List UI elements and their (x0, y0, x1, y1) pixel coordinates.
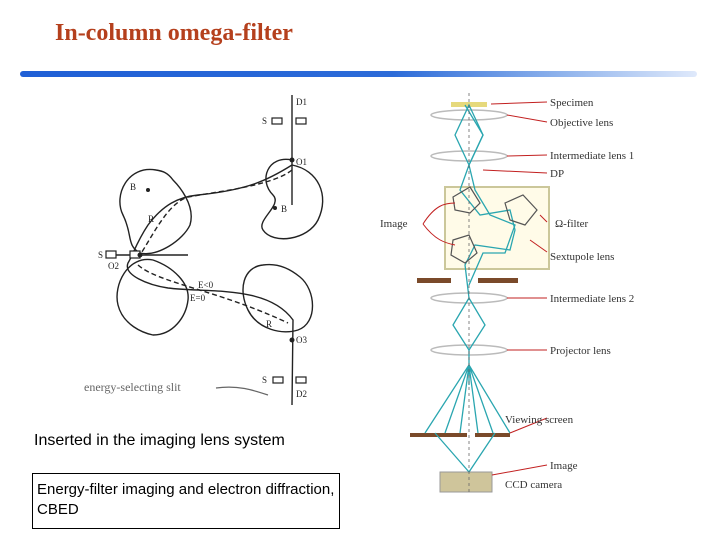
page-title: In-column omega-filter (55, 20, 293, 46)
label-energy-slit: energy-selecting slit (84, 380, 181, 394)
title-underline (20, 71, 697, 77)
label-intermediate-2: Intermediate lens 2 (550, 293, 634, 305)
label-image-left: Image (380, 218, 408, 230)
label-o1: O1 (296, 157, 307, 167)
plate-left (417, 278, 451, 283)
label-objective-lens: Objective lens (550, 117, 613, 129)
label-s-top: S (262, 116, 267, 126)
label-o2: O2 (108, 261, 119, 271)
ccd-camera-box (439, 471, 493, 493)
label-r-top: R (148, 214, 154, 224)
plate-right (478, 278, 518, 283)
label-dp: DP (550, 168, 564, 180)
label-o3: O3 (296, 335, 307, 345)
column-ray-diagram: Specimen Objective lens Intermediate len… (380, 93, 634, 495)
label-r-bot: R (266, 319, 272, 329)
label-b-dot-2: B (130, 182, 136, 192)
viewing-screen-right (475, 433, 510, 437)
label-ccd-camera: CCD camera (505, 479, 562, 491)
note-box: Energy-filter imaging and electron diffr… (32, 473, 340, 529)
label-intermediate-1: Intermediate lens 1 (550, 150, 634, 162)
omega-filter-schematic: D1 S O1 B B R S O2 E<0 E=0 R O3 S D2 ene… (84, 95, 324, 406)
label-d2: D2 (296, 389, 307, 399)
label-image-bottom: Image (550, 460, 578, 472)
label-omega-filter: Ω-filter (555, 218, 589, 230)
caption-text: Inserted in the imaging lens system (34, 432, 285, 449)
label-b-dot-1: B (281, 204, 287, 214)
label-e-zero: E=0 (190, 293, 206, 303)
viewing-screen-left (410, 433, 467, 437)
label-projector: Projector lens (550, 345, 611, 357)
label-viewing-screen: Viewing screen (505, 414, 574, 426)
filter-box (444, 186, 550, 270)
label-sextupole: Sextupole lens (550, 251, 614, 263)
label-s-mid: S (98, 250, 103, 260)
label-s-bot: S (262, 375, 267, 385)
label-d1: D1 (296, 97, 307, 107)
label-specimen: Specimen (550, 97, 594, 109)
label-e-low: E<0 (198, 280, 214, 290)
